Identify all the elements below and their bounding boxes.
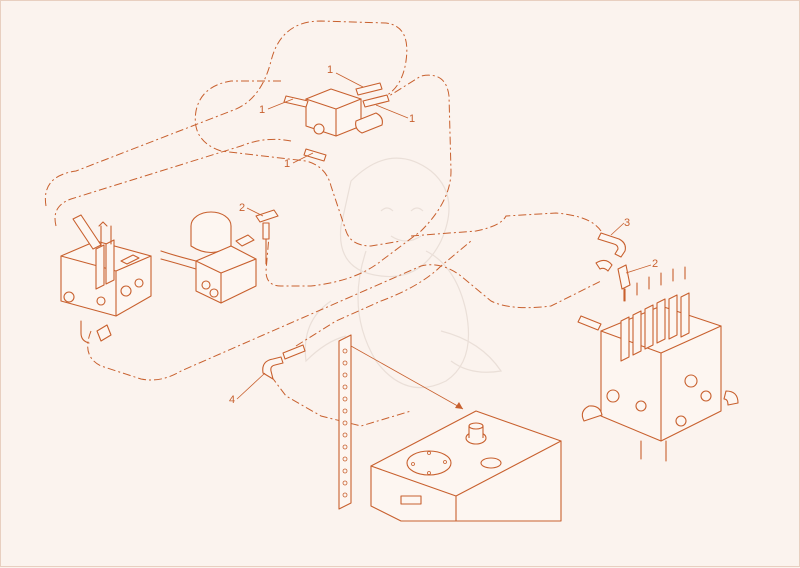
- flow-arrow: [350, 345, 464, 410]
- right-control-valve: [577, 266, 739, 462]
- callout-2-right: 2: [652, 258, 658, 270]
- hose-fittings-upper: [283, 82, 390, 162]
- callout-1-left: 1: [259, 104, 265, 116]
- callout-4: 4: [229, 394, 235, 406]
- left-control-valve: [60, 214, 152, 344]
- hose-routes: [44, 20, 602, 427]
- callout-labels: 1 1 1 1 2 2 3 4: [229, 64, 658, 406]
- callout-3: 3: [624, 217, 630, 229]
- elbow-fitting-right: [595, 232, 626, 272]
- accumulator-assembly: [160, 211, 257, 304]
- tee-fitting-upper: [255, 209, 279, 265]
- callout-1-lower: 1: [284, 158, 290, 170]
- leader-lines: [236, 72, 652, 400]
- solenoid-valve: [305, 88, 383, 137]
- callout-1-top: 1: [327, 64, 333, 76]
- hydraulic-tank: [338, 334, 562, 522]
- watermark-mascot: [304, 157, 503, 389]
- callout-1-right: 1: [409, 113, 415, 125]
- elbow-fitting-lower: [262, 344, 306, 380]
- tee-fitting-right: [617, 264, 631, 302]
- callout-2-tee: 2: [239, 202, 245, 214]
